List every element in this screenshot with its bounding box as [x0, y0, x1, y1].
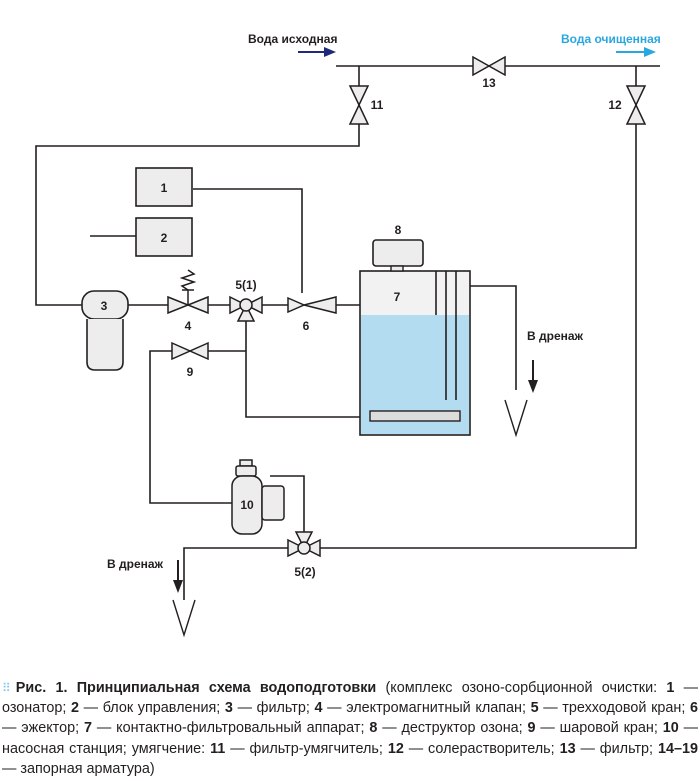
- label-n5-1: 5(1): [235, 278, 256, 292]
- pipelines: [35, 65, 660, 600]
- arrow-drain-top: [528, 360, 538, 393]
- filter-valve-13: [472, 55, 506, 77]
- caption-item-number: 4: [314, 700, 323, 717]
- caption-item-text: — фильтр;: [575, 740, 658, 757]
- label-n5-2: 5(2): [294, 565, 315, 579]
- caption-item-number: 9: [527, 720, 536, 737]
- caption-item-number: 14–19: [657, 740, 698, 757]
- caption-item-text: — эжектор;: [2, 720, 84, 737]
- label-n6: 6: [303, 319, 310, 333]
- label-n13: 13: [482, 76, 496, 90]
- filter-3: [81, 290, 129, 371]
- softener-valve-11: [348, 85, 370, 125]
- label-n7: 7: [394, 290, 401, 304]
- ozonator-box: [135, 167, 193, 207]
- caption-dots-icon: ⠿: [2, 681, 11, 695]
- salt-dissolver-valve-12: [625, 85, 647, 125]
- caption-intro: (комплекс озоно-сорбционной очистки:: [376, 680, 667, 696]
- caption-item-text: — контактно-фильтровальный аппарат;: [92, 720, 370, 737]
- water-treatment-schematic: Вода исходная Вода очищенная В дренаж В …: [35, 32, 661, 638]
- diffuser: [369, 410, 461, 422]
- caption-item-text: — озонатор;: [2, 680, 698, 717]
- caption-item-number: 7: [83, 720, 92, 737]
- caption-item-number: 6: [689, 700, 698, 717]
- label-water-out: Вода очищенная: [561, 32, 661, 46]
- figure-caption: ⠿ Рис. 1. Принципиальная схема водоподгот…: [0, 678, 700, 779]
- label-n11: 11: [371, 98, 384, 112]
- label-drain-bottom: В дренаж: [107, 557, 164, 571]
- arrow-drain-bottom: [173, 560, 183, 593]
- caption-item-text: — блок управления;: [79, 700, 225, 717]
- label-n10: 10: [240, 498, 254, 512]
- label-n8: 8: [395, 223, 402, 237]
- ozone-destructor: [372, 239, 424, 267]
- caption-item-text: — электромагнитный клапан;: [322, 700, 531, 717]
- ejector-6: [287, 296, 337, 314]
- drain-funnel-top: [504, 399, 528, 438]
- caption-item-number: 5: [530, 700, 539, 717]
- label-n3: 3: [101, 299, 108, 313]
- caption-item-text: — запорная арматура): [2, 760, 155, 777]
- three-way-valve-5-1: [229, 295, 263, 322]
- ball-valve-9: [171, 341, 209, 361]
- label-water-in: Вода исходная: [248, 32, 337, 46]
- label-n2: 2: [161, 231, 168, 245]
- arrow-water-out: [616, 47, 656, 57]
- label-n1: 1: [161, 181, 168, 195]
- caption-item-number: 10: [662, 720, 679, 737]
- control-unit-box: [135, 217, 193, 257]
- caption-item-number: 2: [71, 700, 80, 717]
- caption-item-text: — солерастворитель;: [403, 740, 560, 757]
- caption-item-text: — насосная станция; умягчение:: [2, 720, 699, 757]
- caption-item-text: — шаровой кран;: [535, 720, 663, 737]
- caption-item-number: 3: [224, 700, 233, 717]
- caption-item-text: — фильтр-умягчитель;: [225, 740, 388, 757]
- caption-item-number: 13: [559, 740, 576, 757]
- label-drain-top: В дренаж: [527, 329, 584, 343]
- caption-item-text: — трехходовой кран;: [538, 700, 690, 717]
- caption-legend-items: 1 — озонатор; 2 — блок управления; 3 — ф…: [2, 680, 698, 777]
- caption-item-number: 8: [369, 720, 378, 737]
- three-way-valve-5-2: [287, 531, 321, 558]
- arrow-water-in: [298, 47, 336, 57]
- label-n9: 9: [187, 365, 194, 379]
- label-n4: 4: [185, 319, 192, 333]
- caption-item-number: 11: [210, 740, 226, 757]
- caption-item-number: 1: [666, 680, 675, 696]
- caption-item-text: — фильтр;: [232, 700, 315, 717]
- caption-item-number: 12: [387, 740, 404, 757]
- label-n12: 12: [608, 98, 622, 112]
- drain-funnel-bottom: [172, 599, 196, 638]
- pump-station-10: [231, 459, 285, 535]
- caption-title: Рис. 1. Принципиальная схема водоподгото…: [15, 680, 377, 696]
- caption-item-text: — деструктор озона;: [377, 720, 528, 737]
- solenoid-valve-4: [167, 269, 209, 315]
